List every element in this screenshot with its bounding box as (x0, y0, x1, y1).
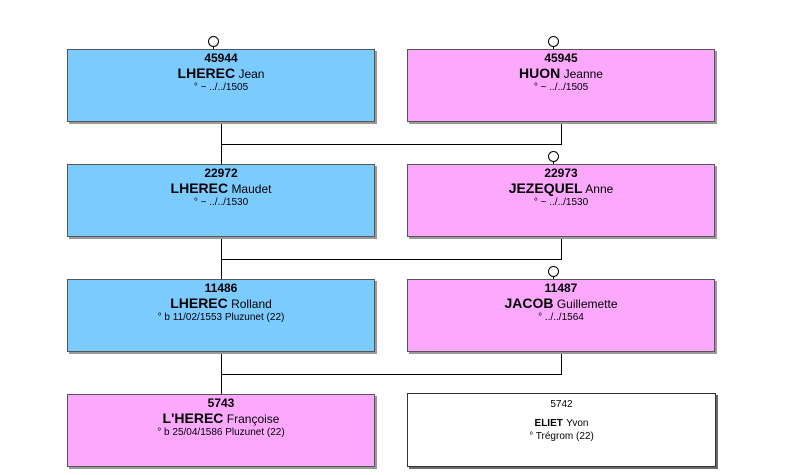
given-name: Guillemette (556, 297, 618, 311)
descent-line-g1-right (561, 122, 562, 144)
sosa-number: 45944 (204, 51, 238, 65)
surname: JEZEQUEL (508, 180, 583, 196)
person-card-22972[interactable]: 22972 LHEREC Maudet ° ~ ../../1530 (67, 164, 375, 237)
marriage-line-g3 (221, 374, 562, 375)
person-card-45944[interactable]: 45944 LHEREC Jean ° ~ ../../1505 (67, 49, 375, 122)
sosa-number: 11486 (204, 281, 238, 295)
person-card-22973[interactable]: 22973 JEZEQUEL Anne ° ~ ../../1530 (407, 164, 715, 237)
given-name: Yvon (566, 418, 589, 429)
expand-ancestors-icon[interactable] (208, 36, 219, 47)
sosa-number: 11487 (544, 281, 578, 295)
birth-detail: ° ../../1564 (538, 312, 584, 323)
birth-detail: ° Trégrom (22) (529, 431, 594, 442)
circle-stem-45944 (213, 46, 214, 50)
given-name: Anne (585, 182, 614, 196)
circle-stem-22973 (553, 161, 554, 165)
surname: HUON (519, 65, 561, 81)
expand-ancestors-icon[interactable] (548, 151, 559, 162)
person-card-11487[interactable]: 11487 JACOB Guillemette ° ../../1564 (407, 279, 715, 352)
person-name: LHEREC Maudet (68, 180, 374, 197)
person-name: LHEREC Jean (68, 65, 374, 82)
circle-stem-45945 (553, 46, 554, 50)
person-name: JACOB Guillemette (408, 295, 714, 312)
person-card-45945[interactable]: 45945 HUON Jeanne ° ~ ../../1505 (407, 49, 715, 122)
surname: L'HEREC (162, 410, 224, 426)
birth-detail: ° b 11/02/1553 Pluzunet (22) (157, 312, 285, 323)
expand-ancestors-icon[interactable] (548, 36, 559, 47)
surname: LHEREC (177, 65, 236, 81)
descent-line-g3-left (221, 352, 222, 395)
descent-line-g2-right (561, 237, 562, 259)
sosa-number: 5743 (207, 396, 235, 410)
marriage-line-g2 (221, 259, 562, 260)
surname: LHEREC (170, 180, 229, 196)
person-card-5742[interactable]: 5742 ELIET Yvon ° Trégrom (22) (407, 393, 716, 467)
given-name: Jeanne (563, 67, 603, 81)
given-name: Jean (238, 67, 265, 81)
sosa-number: 22972 (204, 166, 238, 180)
marriage-line-g1 (221, 144, 562, 145)
birth-detail: ° b 25/04/1586 Pluzunet (22) (157, 427, 285, 438)
birth-detail: ° ~ ../../1530 (533, 197, 589, 208)
sosa-number: 45945 (544, 51, 578, 65)
person-name: L'HEREC Françoise (68, 410, 374, 427)
given-name: Rolland (231, 297, 272, 311)
given-name: Françoise (226, 412, 280, 426)
birth-detail: ° ~ ../../1505 (533, 82, 589, 93)
surname: ELIET (534, 418, 563, 429)
surname: LHEREC (170, 295, 228, 311)
person-card-5743[interactable]: 5743 L'HEREC Françoise ° b 25/04/1586 Pl… (67, 394, 375, 467)
birth-detail: ° ~ ../../1530 (193, 197, 249, 208)
descent-line-g3-right (561, 352, 562, 374)
surname: JACOB (504, 295, 554, 311)
person-name: LHEREC Rolland (68, 295, 374, 312)
person-name: HUON Jeanne (408, 65, 714, 82)
given-name: Maudet (231, 182, 272, 196)
birth-detail: ° ~ ../../1505 (193, 82, 249, 93)
sosa-number: 5742 (550, 399, 573, 410)
person-name: JEZEQUEL Anne (408, 180, 714, 197)
circle-stem-11487 (553, 276, 554, 280)
person-name: ELIET Yvon (408, 415, 715, 431)
expand-ancestors-icon[interactable] (548, 266, 559, 277)
descent-line-g2-left (221, 237, 222, 280)
descent-line-g1-left (221, 122, 222, 165)
sosa-number: 22973 (544, 166, 578, 180)
person-card-11486[interactable]: 11486 LHEREC Rolland ° b 11/02/1553 Pluz… (67, 279, 375, 352)
